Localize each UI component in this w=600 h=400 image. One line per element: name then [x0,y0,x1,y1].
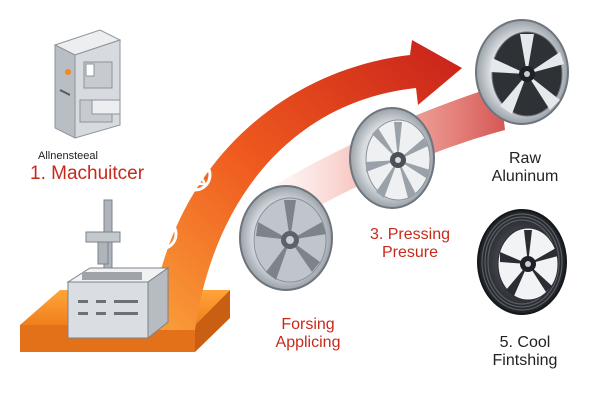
step-3-label-line-1: 3. Pressing [369,226,451,243]
step-1-label-line-2: 1. Machuitcer [30,163,145,184]
step-1-label: Allnensteeal [38,150,98,163]
x-icon [209,108,243,142]
wheel-forging [239,185,333,291]
wheel-cool-finishing [477,209,567,315]
step-3-label-line-2: Presure [381,244,439,262]
step-4-label-line-1: Raw [508,150,541,167]
wheel-raw-aluminum [475,19,569,125]
step-2-label-line-2: Applicing [275,334,341,352]
step-5-label-line-2: Fintshing [492,352,558,370]
step-4-label: Raw Aluninum [480,150,570,187]
process-arrow [150,40,462,330]
step-3-label: 3. Pressing Presure [360,226,460,263]
step-2-label: Forsing Applicing [268,316,348,353]
control-cabinet [53,29,122,139]
triangle-arrow-icon [178,158,212,192]
step-5-label: 5. Cool Fintshing [480,334,570,371]
step-5-label-line-1: 5. Cool [499,334,551,351]
gear-icon [144,217,178,251]
step-2-label-line-1: Forsing [281,316,335,333]
forging-machine [66,199,170,340]
step-1-title: 1. Machuitcer [30,163,144,185]
wheel-pressing [349,107,435,209]
step-4-label-line-2: Aluninum [491,168,559,186]
step-1-label-line-1: Allnensteeal [38,150,98,162]
